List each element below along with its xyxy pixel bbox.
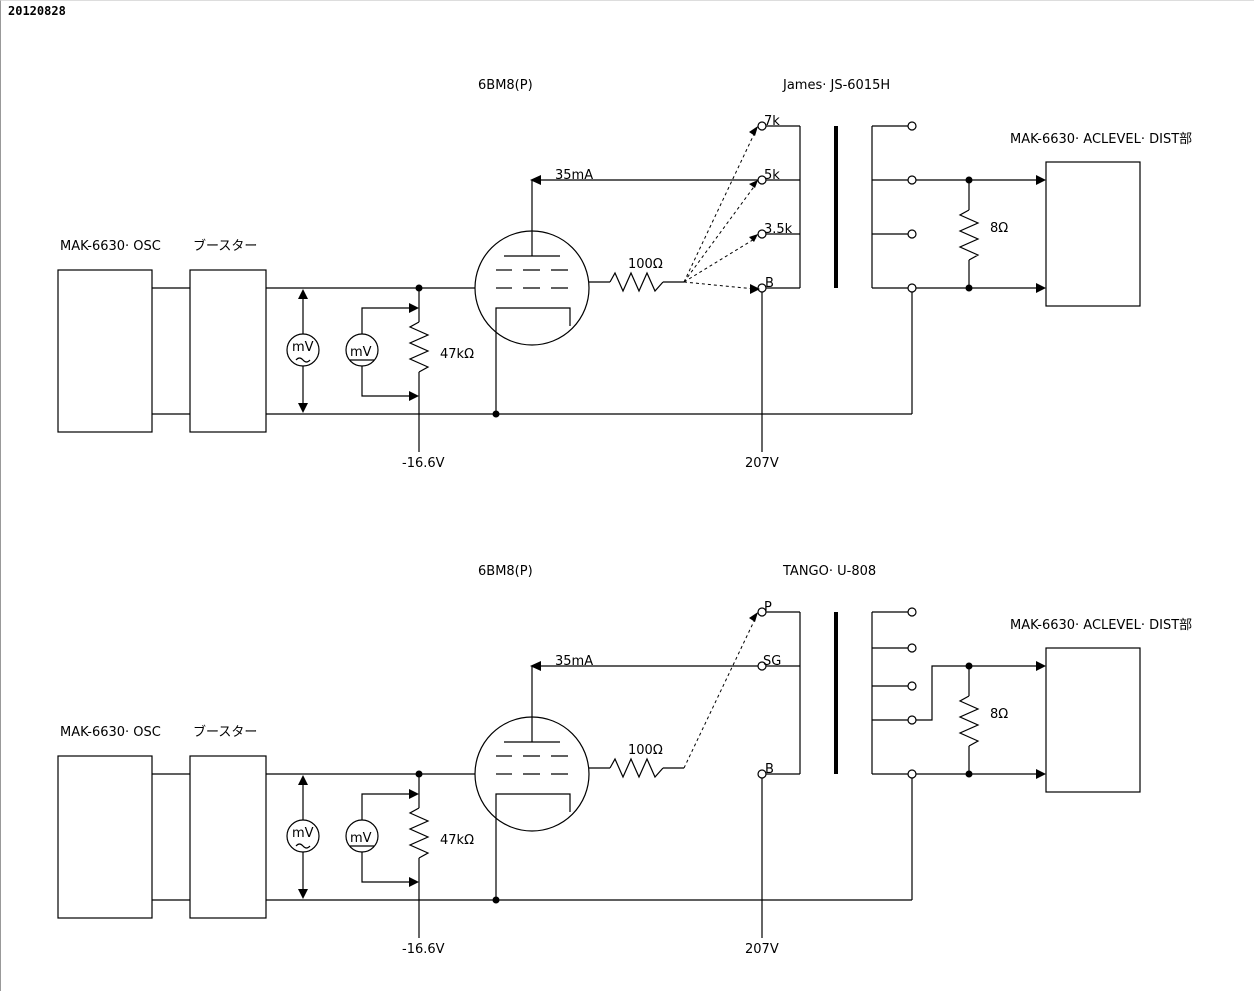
load-resistor-label-bottom: 8Ω: [990, 707, 1008, 722]
b-voltage-bottom: 207V: [745, 942, 779, 957]
current-label-top: 35mA: [555, 168, 593, 183]
circuit-bottom: 6BM8(P) TANGO· U-808 MAK-6630· ACLEVEL· …: [56, 564, 1192, 957]
tube-label-top: 6BM8(P): [478, 78, 533, 93]
dist-label-bottom: MAK-6630· ACLEVEL· DIST部: [1010, 618, 1192, 633]
tap-label-5k: 5k: [764, 168, 780, 183]
osc-label-top: MAK-6630· OSC: [60, 239, 161, 254]
input-resistor-label-bottom: 47kΩ: [440, 833, 474, 848]
input-resistor-label-top: 47kΩ: [440, 347, 474, 362]
tap-label-p: P: [764, 600, 772, 615]
tap-sg: [757, 661, 767, 671]
transformer-label-top: James· JS-6015H: [782, 78, 890, 93]
meter-ac-label-bottom: mV: [292, 826, 314, 841]
grid-resistor-label-top: 100Ω: [628, 257, 663, 272]
page-date: 20120828: [8, 4, 66, 18]
meter-ac-label-top: mV: [292, 340, 314, 355]
tap-label-b-top: B: [765, 276, 774, 291]
tube-label-bottom: 6BM8(P): [478, 564, 533, 579]
transformer-label-bottom: TANGO· U-808: [782, 564, 876, 579]
bias-voltage-bottom: -16.6V: [402, 942, 445, 957]
bias-voltage-top: -16.6V: [402, 456, 445, 471]
load-resistor-label-top: 8Ω: [990, 221, 1008, 236]
tap-label-sg: SG: [763, 654, 781, 669]
tap-label-3.5k: 3.5k: [764, 222, 793, 237]
b-voltage-top: 207V: [745, 456, 779, 471]
osc-label-bottom: MAK-6630· OSC: [60, 725, 161, 740]
tap-label-7k: 7k: [764, 114, 780, 129]
circuit-top: 6BM8(P) James· JS-6015H MAK-6630· ACLEVE…: [56, 78, 1192, 471]
dist-label-top: MAK-6630· ACLEVEL· DIST部: [1010, 132, 1192, 147]
meter-dc-label-bottom: mV: [350, 831, 372, 846]
meter-dc-label-top: mV: [350, 345, 372, 360]
current-label-bottom: 35mA: [555, 654, 593, 669]
tap-label-b-bottom: B: [765, 762, 774, 777]
grid-resistor-label-bottom: 100Ω: [628, 743, 663, 758]
booster-label-bottom: ブースター: [193, 724, 257, 740]
booster-label-top: ブースター: [193, 238, 257, 254]
